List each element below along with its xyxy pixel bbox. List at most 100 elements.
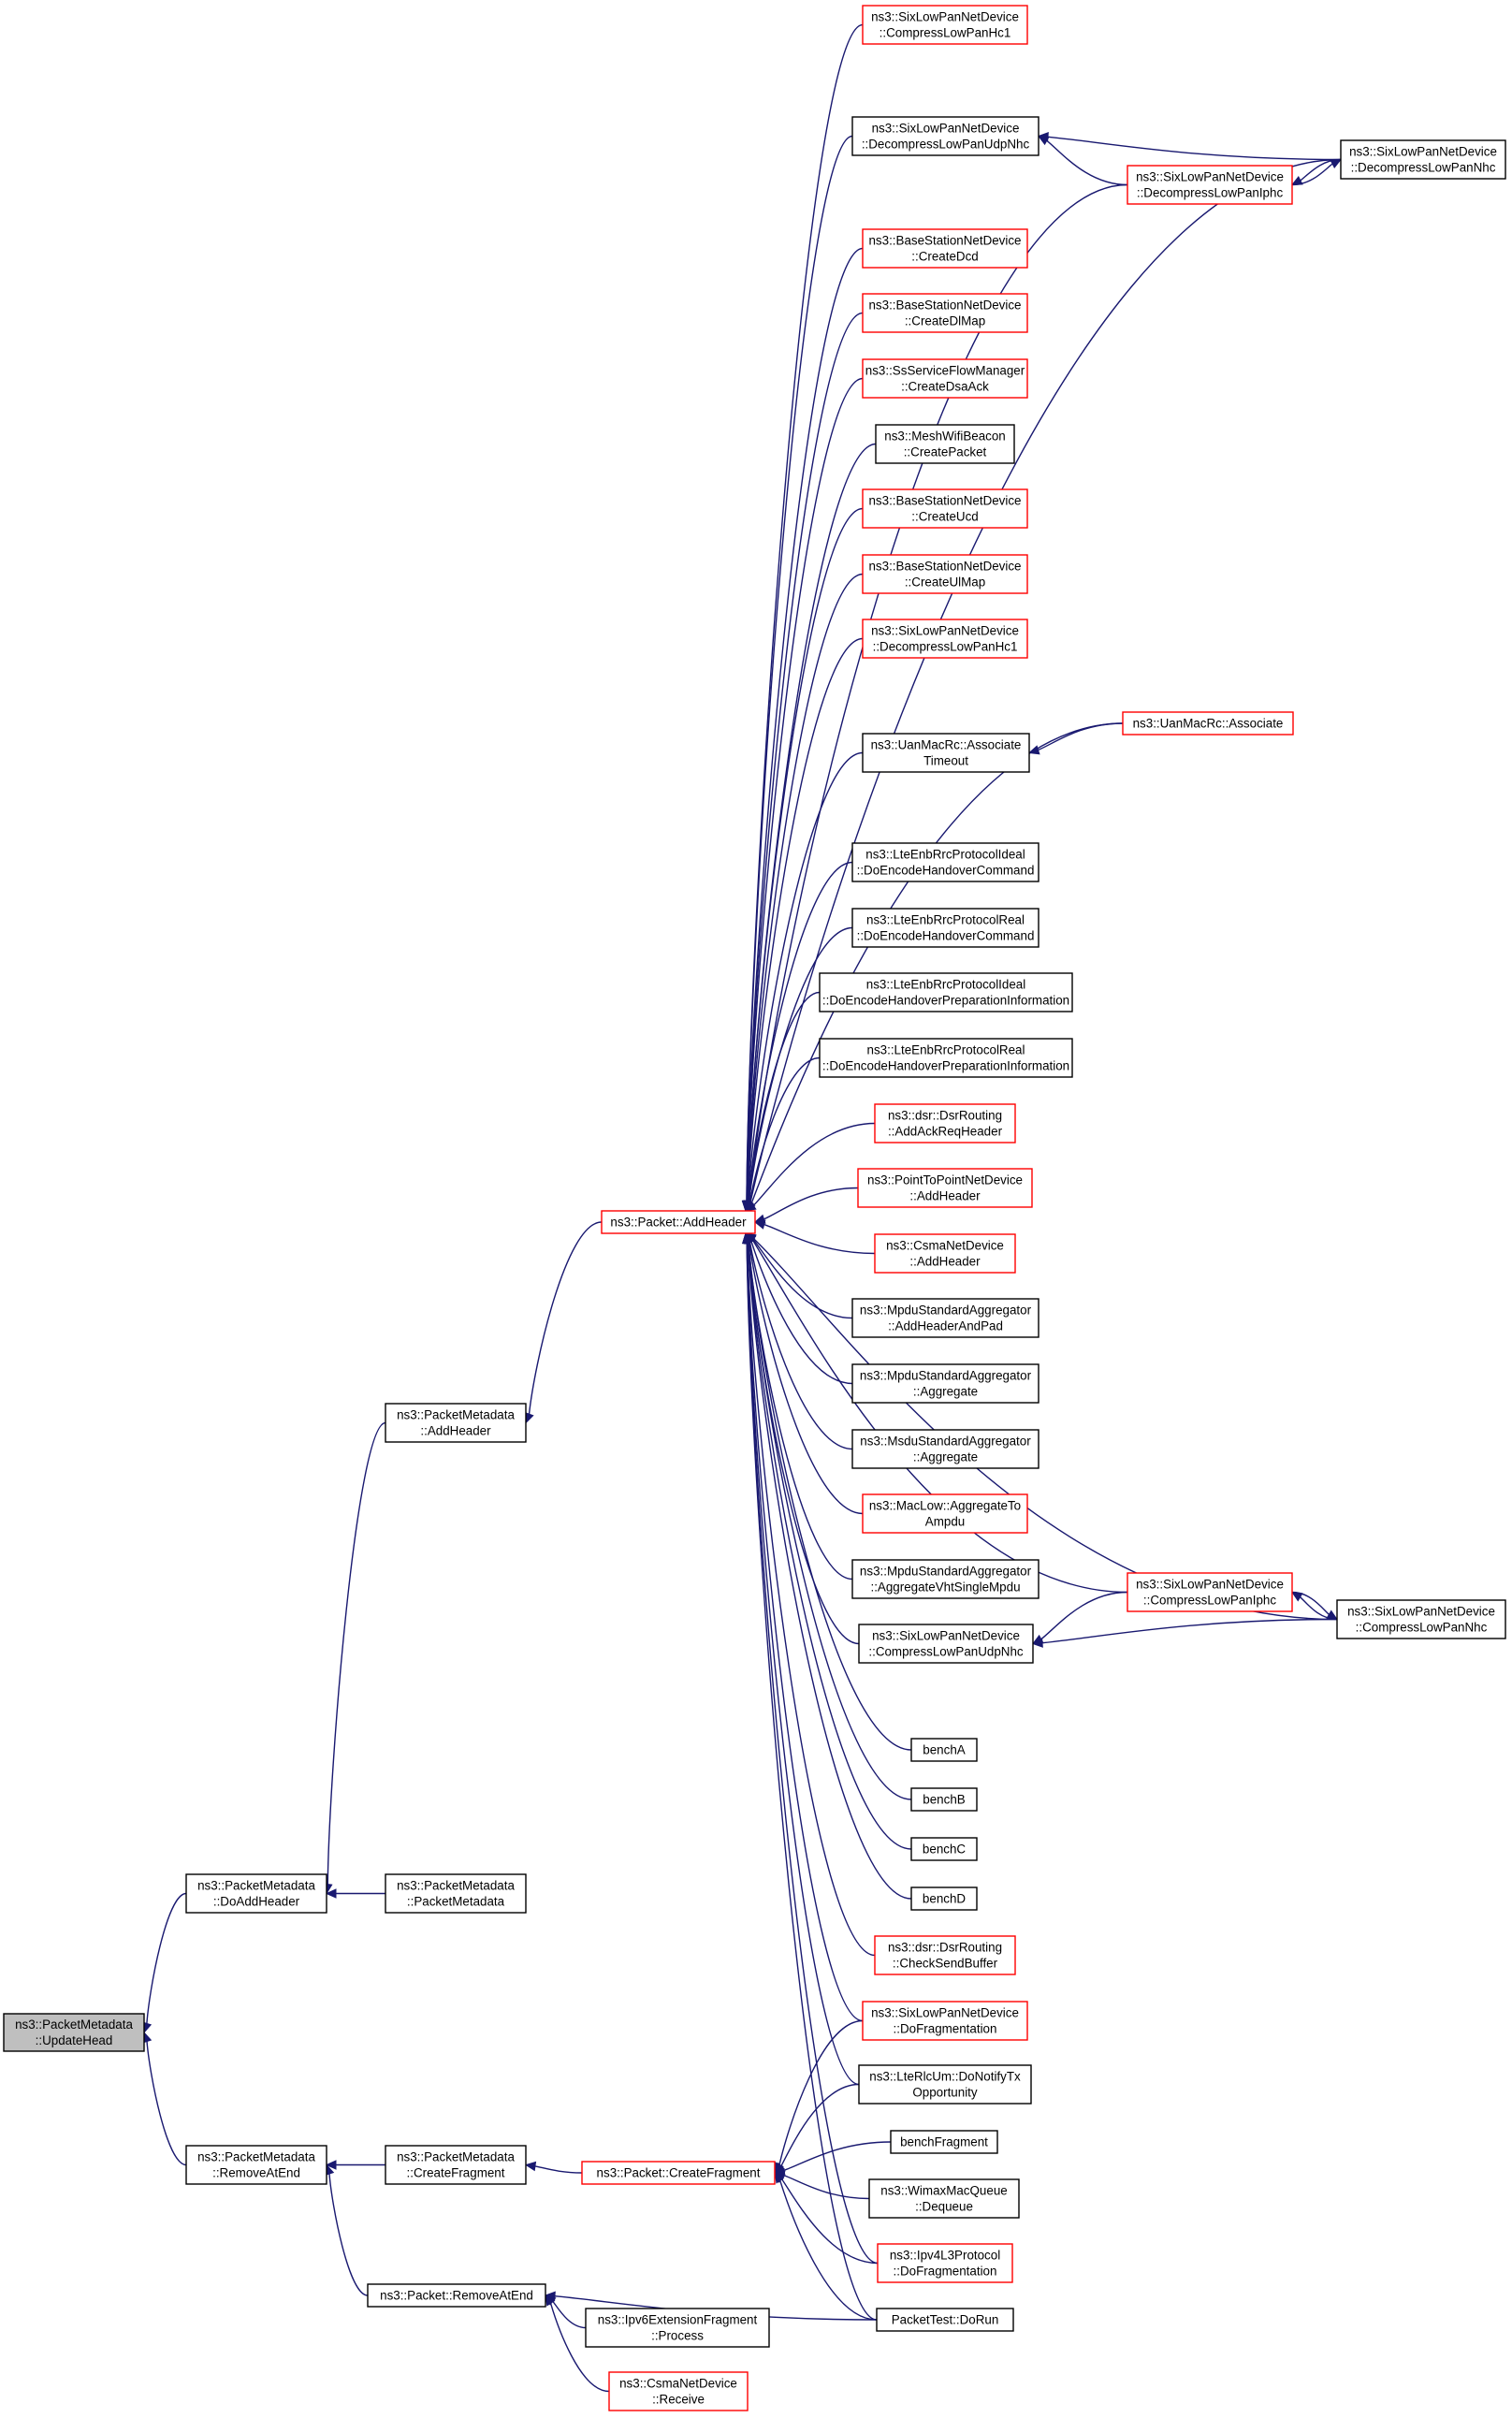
node-label: ns3::Ipv6ExtensionFragment — [598, 2313, 758, 2327]
node-real-handover-prep[interactable]: ns3::LteEnbRrcProtocolReal::DoEncodeHand… — [819, 1038, 1073, 1078]
node-label: ::DoEncodeHandoverCommand — [857, 864, 1035, 878]
node-box — [851, 116, 1040, 156]
node-mpdu-aggregate[interactable]: ns3::MpduStandardAggregator::Aggregate — [851, 1363, 1040, 1404]
node-box — [185, 2145, 327, 2185]
node-label: ns3::UanMacRc::Associate — [1133, 717, 1284, 731]
node-sixlowpan-dofrag[interactable]: ns3::SixLowPanNetDevice::DoFragmentation — [862, 2001, 1028, 2041]
node-bench-a[interactable]: benchA — [910, 1738, 978, 1762]
node-ideal-handover-cmd[interactable]: ns3::LteEnbRrcProtocolIdeal::DoEncodeHan… — [851, 842, 1040, 882]
node-box — [851, 1559, 1040, 1599]
node-do-add-header[interactable]: ns3::PacketMetadata::DoAddHeader — [185, 1873, 327, 1914]
call-edge — [747, 1242, 912, 1900]
call-edge — [746, 1242, 864, 2022]
call-edge — [328, 2173, 369, 2296]
call-edge — [747, 1242, 876, 1957]
node-create-dlmap[interactable]: ns3::BaseStationNetDevice::CreateDlMap — [862, 293, 1028, 333]
node-box — [1340, 139, 1506, 180]
node-real-handover-cmd[interactable]: ns3::LteEnbRrcProtocolReal::DoEncodeHand… — [851, 908, 1040, 948]
node-p2p-add-header[interactable]: ns3::PointToPointNetDevice::AddHeader — [857, 1168, 1033, 1208]
call-edge — [146, 1892, 187, 2024]
node-label: ns3::SixLowPanNetDevice — [1136, 170, 1284, 184]
call-edge — [763, 1223, 876, 1255]
call-edge — [1038, 722, 1124, 751]
node-box — [862, 488, 1028, 529]
node-packet-add-header[interactable]: ns3::Packet::AddHeader — [601, 1210, 756, 1234]
node-box — [868, 2178, 1020, 2219]
node-pm-ctor[interactable]: ns3::PacketMetadata::PacketMetadata — [385, 1873, 527, 1914]
node-label: benchC — [923, 1843, 966, 1857]
node-create-ucd[interactable]: ns3::BaseStationNetDevice::CreateUcd — [862, 488, 1028, 529]
node-csma-add-header[interactable]: ns3::CsmaNetDevice::AddHeader — [874, 1233, 1016, 1274]
node-ipv4-dofrag[interactable]: ns3::Ipv4L3Protocol::DoFragmentation — [877, 2243, 1013, 2283]
node-update-head[interactable]: ns3::PacketMetadata::UpdateHead — [3, 2013, 145, 2052]
node-pm-create-fragment[interactable]: ns3::PacketMetadata::CreateFragment — [385, 2145, 527, 2185]
call-edge — [746, 135, 853, 1202]
node-label: ::Process — [651, 2329, 704, 2343]
node-box — [585, 2308, 770, 2348]
node-create-ulmap[interactable]: ns3::BaseStationNetDevice::CreateUlMap — [862, 554, 1028, 594]
node-box — [851, 1363, 1040, 1404]
node-packet-test-dorun[interactable]: PacketTest::DoRun — [876, 2308, 1014, 2332]
node-box — [874, 1935, 1016, 1975]
node-label: ns3::MpduStandardAggregator — [860, 1369, 1032, 1383]
node-box — [910, 1837, 978, 1861]
arrow-head — [774, 2171, 785, 2184]
node-decompress-nhc[interactable]: ns3::SixLowPanNetDevice::DecompressLowPa… — [1340, 139, 1506, 180]
node-packet-create-fragment[interactable]: ns3::Packet::CreateFragment — [581, 2161, 776, 2185]
arrow-head — [745, 1200, 756, 1212]
node-label: ::CreateUcd — [911, 510, 978, 524]
node-bench-d[interactable]: benchD — [910, 1886, 978, 1911]
node-compress-udpnhc[interactable]: ns3::SixLowPanNetDevice::CompressLowPanU… — [858, 1624, 1034, 1664]
node-create-dsa-ack[interactable]: ns3::SsServiceFlowManager::CreateDsaAck — [862, 358, 1028, 399]
call-edge — [779, 2179, 878, 2321]
arrow-head — [1330, 158, 1343, 169]
arrow-head — [524, 2161, 537, 2172]
node-box — [1127, 1572, 1293, 1612]
node-ideal-handover-prep[interactable]: ns3::LteEnbRrcProtocolIdeal::DoEncodeHan… — [819, 972, 1073, 1012]
node-msdu-aggregate[interactable]: ns3::MsduStandardAggregator::Aggregate — [851, 1429, 1040, 1469]
node-label: ::DoAddHeader — [213, 1895, 300, 1909]
node-uan-associate[interactable]: ns3::UanMacRc::Associate — [1122, 711, 1294, 736]
node-pm-add-header[interactable]: ns3::PacketMetadata::AddHeader — [385, 1403, 527, 1443]
node-compress-nhc[interactable]: ns3::SixLowPanNetDevice::CompressLowPanN… — [1336, 1599, 1506, 1639]
call-edge — [763, 1187, 859, 1220]
call-edge — [1041, 1618, 1338, 1644]
node-mpdu-add-header-pad[interactable]: ns3::MpduStandardAggregator::AddHeaderAn… — [851, 1298, 1040, 1338]
call-edge — [780, 2178, 879, 2265]
node-box — [851, 908, 1040, 948]
node-compress-hc1[interactable]: ns3::SixLowPanNetDevice::CompressLowPanH… — [862, 5, 1028, 45]
node-decompress-iphc[interactable]: ns3::SixLowPanNetDevice::DecompressLowPa… — [1127, 165, 1293, 205]
node-box — [819, 972, 1073, 1012]
edges-layer — [141, 23, 1343, 2393]
node-ipv6-ext-frag[interactable]: ns3::Ipv6ExtensionFragment::Process — [585, 2308, 770, 2348]
node-create-packet[interactable]: ns3::MeshWifiBeacon::CreatePacket — [875, 424, 1015, 464]
node-label: ns3::LteEnbRrcProtocolIdeal — [865, 848, 1025, 862]
node-decompress-udpnhc[interactable]: ns3::SixLowPanNetDevice::DecompressLowPa… — [851, 116, 1040, 156]
node-wimax-dequeue[interactable]: ns3::WimaxMacQueue::Dequeue — [868, 2178, 1020, 2219]
node-label: ns3::BaseStationNetDevice — [868, 560, 1021, 574]
node-decompress-hc1[interactable]: ns3::SixLowPanNetDevice::DecompressLowPa… — [862, 619, 1028, 659]
call-edge — [748, 1242, 912, 1800]
node-bench-b[interactable]: benchB — [910, 1787, 978, 1812]
node-aggregate-vht[interactable]: ns3::MpduStandardAggregator::AggregateVh… — [851, 1559, 1040, 1599]
node-box — [862, 293, 1028, 333]
node-packet-remove-at-end[interactable]: ns3::Packet::RemoveAtEnd — [367, 2283, 546, 2308]
call-edge — [327, 1421, 386, 1885]
node-bench-c[interactable]: benchC — [910, 1837, 978, 1861]
node-create-dcd[interactable]: ns3::BaseStationNetDevice::CreateDcd — [862, 228, 1028, 269]
node-dsr-check-send[interactable]: ns3::dsr::DsrRouting::CheckSendBuffer — [874, 1935, 1016, 1975]
node-label: Opportunity — [912, 2086, 978, 2100]
node-box — [608, 2371, 749, 2411]
node-label: ns3::dsr::DsrRouting — [888, 1109, 1002, 1123]
node-bench-fragment[interactable]: benchFragment — [890, 2130, 998, 2154]
node-dsr-add-ack[interactable]: ns3::dsr::DsrRouting::AddAckReqHeader — [874, 1103, 1016, 1143]
call-edge — [748, 183, 1128, 1202]
node-label: PacketTest::DoRun — [892, 2313, 999, 2327]
node-csma-receive[interactable]: ns3::CsmaNetDevice::Receive — [608, 2371, 749, 2411]
node-compress-iphc[interactable]: ns3::SixLowPanNetDevice::CompressLowPanI… — [1127, 1572, 1293, 1612]
node-box — [3, 2013, 145, 2052]
node-remove-at-end-pm[interactable]: ns3::PacketMetadata::RemoveAtEnd — [185, 2145, 327, 2185]
